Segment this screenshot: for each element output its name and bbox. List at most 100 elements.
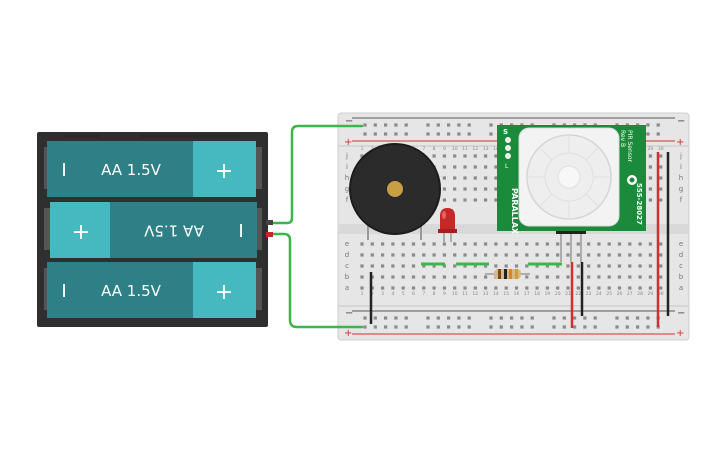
hole-b17[interactable] (525, 275, 529, 279)
hole-d5[interactable] (401, 253, 405, 257)
hole-c17[interactable] (525, 264, 529, 268)
rail-bottom-plus-hole-19[interactable] (583, 325, 587, 329)
rail-top-plus-hole-2[interactable] (373, 132, 377, 136)
hole-d27[interactable] (628, 253, 632, 257)
hole-i30[interactable] (659, 165, 663, 169)
rail-top-plus-hole-6[interactable] (426, 132, 430, 136)
hole-i12[interactable] (473, 165, 477, 169)
hole-b21[interactable] (566, 275, 570, 279)
rail-bottom-plus-hole-6[interactable] (426, 325, 430, 329)
rail-top-plus-hole-8[interactable] (447, 132, 451, 136)
buzzer[interactable] (349, 143, 441, 240)
rail-bottom-minus-hole-23[interactable] (636, 316, 640, 320)
hole-d24[interactable] (597, 253, 601, 257)
rail-bottom-plus-hole-20[interactable] (593, 325, 597, 329)
hole-f14[interactable] (494, 198, 498, 202)
hole-c9[interactable] (442, 264, 446, 268)
hole-e2[interactable] (370, 242, 374, 246)
rail-bottom-plus-hole-18[interactable] (573, 325, 577, 329)
hole-a20[interactable] (556, 286, 560, 290)
rail-bottom-minus-hole-3[interactable] (384, 316, 388, 320)
hole-e28[interactable] (638, 242, 642, 246)
hole-b24[interactable] (597, 275, 601, 279)
hole-g10[interactable] (453, 187, 457, 191)
hole-c24[interactable] (597, 264, 601, 268)
hole-a24[interactable] (597, 286, 601, 290)
hole-b20[interactable] (556, 275, 560, 279)
hole-b26[interactable] (617, 275, 622, 279)
battery-terminal-minus[interactable] (266, 232, 273, 237)
rail-top-minus-hole-11[interactable] (489, 123, 493, 127)
hole-b23[interactable] (587, 275, 591, 279)
hole-d22[interactable] (576, 253, 580, 257)
hole-a19[interactable] (545, 286, 549, 290)
rail-bottom-plus-hole-16[interactable] (552, 325, 556, 329)
rail-bottom-plus-hole-12[interactable] (499, 325, 503, 329)
hole-e17[interactable] (525, 242, 529, 246)
hole-c26[interactable] (617, 264, 622, 268)
rail-top-plus-hole-5[interactable] (404, 132, 408, 136)
rail-top-minus-hole-25[interactable] (656, 123, 660, 127)
hole-a16[interactable] (514, 286, 519, 290)
hole-c19[interactable] (545, 264, 549, 268)
rail-bottom-plus-hole-21[interactable] (615, 325, 619, 329)
rail-top-plus-hole-7[interactable] (436, 132, 440, 136)
hole-e5[interactable] (401, 242, 405, 246)
hole-i13[interactable] (484, 165, 488, 169)
hole-j10[interactable] (453, 154, 457, 158)
rail-bottom-minus-hole-6[interactable] (426, 316, 430, 320)
hole-b30[interactable] (659, 275, 663, 279)
hole-g13[interactable] (484, 187, 488, 191)
hole-d20[interactable] (556, 253, 560, 257)
hole-j8[interactable] (432, 154, 436, 158)
hole-e12[interactable] (473, 242, 477, 246)
hole-d25[interactable] (607, 253, 611, 257)
hole-c1[interactable] (360, 264, 364, 268)
hole-c7[interactable] (422, 264, 426, 268)
hole-g29[interactable] (648, 187, 652, 191)
hole-h14[interactable] (494, 176, 498, 180)
hole-d7[interactable] (422, 253, 426, 257)
hole-d3[interactable] (381, 253, 385, 257)
hole-h29[interactable] (648, 176, 652, 180)
hole-a11[interactable] (463, 286, 467, 290)
rail-bottom-minus-hole-12[interactable] (499, 316, 503, 320)
rail-bottom-plus-hole-9[interactable] (457, 325, 461, 329)
hole-j12[interactable] (473, 154, 477, 158)
hole-f30[interactable] (659, 198, 663, 202)
rail-bottom-minus-hole-22[interactable] (625, 316, 629, 320)
hole-d21[interactable] (566, 253, 570, 257)
hole-c25[interactable] (607, 264, 611, 268)
rail-bottom-minus-hole-7[interactable] (436, 316, 440, 320)
rail-bottom-plus-hole-13[interactable] (510, 325, 514, 329)
hole-a15[interactable] (504, 286, 508, 290)
hole-i29[interactable] (648, 165, 652, 169)
hole-c6[interactable] (411, 264, 416, 268)
hole-c3[interactable] (381, 264, 385, 268)
hole-e25[interactable] (607, 242, 611, 246)
hole-d9[interactable] (442, 253, 446, 257)
hole-e23[interactable] (587, 242, 591, 246)
rail-top-minus-hole-6[interactable] (426, 123, 430, 127)
hole-e26[interactable] (617, 242, 622, 246)
hole-e15[interactable] (504, 242, 508, 246)
hole-b7[interactable] (422, 275, 426, 279)
hole-g14[interactable] (494, 187, 498, 191)
hole-c2[interactable] (370, 264, 374, 268)
hole-a22[interactable] (576, 286, 580, 290)
hole-i11[interactable] (463, 165, 467, 169)
hole-e1[interactable] (360, 242, 364, 246)
hole-c14[interactable] (494, 264, 498, 268)
rail-top-plus-hole-4[interactable] (394, 132, 398, 136)
hole-d16[interactable] (514, 253, 519, 257)
hole-b29[interactable] (648, 275, 652, 279)
hole-g9[interactable] (442, 187, 446, 191)
pir-sensor[interactable]: S L PARALLAX PIR Sensor Rev B 555-28027 (497, 125, 646, 262)
hole-d11[interactable] (463, 253, 467, 257)
hole-d13[interactable] (484, 253, 488, 257)
hole-c23[interactable] (587, 264, 591, 268)
hole-e13[interactable] (484, 242, 488, 246)
hole-a30[interactable] (659, 286, 663, 290)
hole-b22[interactable] (576, 275, 580, 279)
hole-e3[interactable] (381, 242, 385, 246)
